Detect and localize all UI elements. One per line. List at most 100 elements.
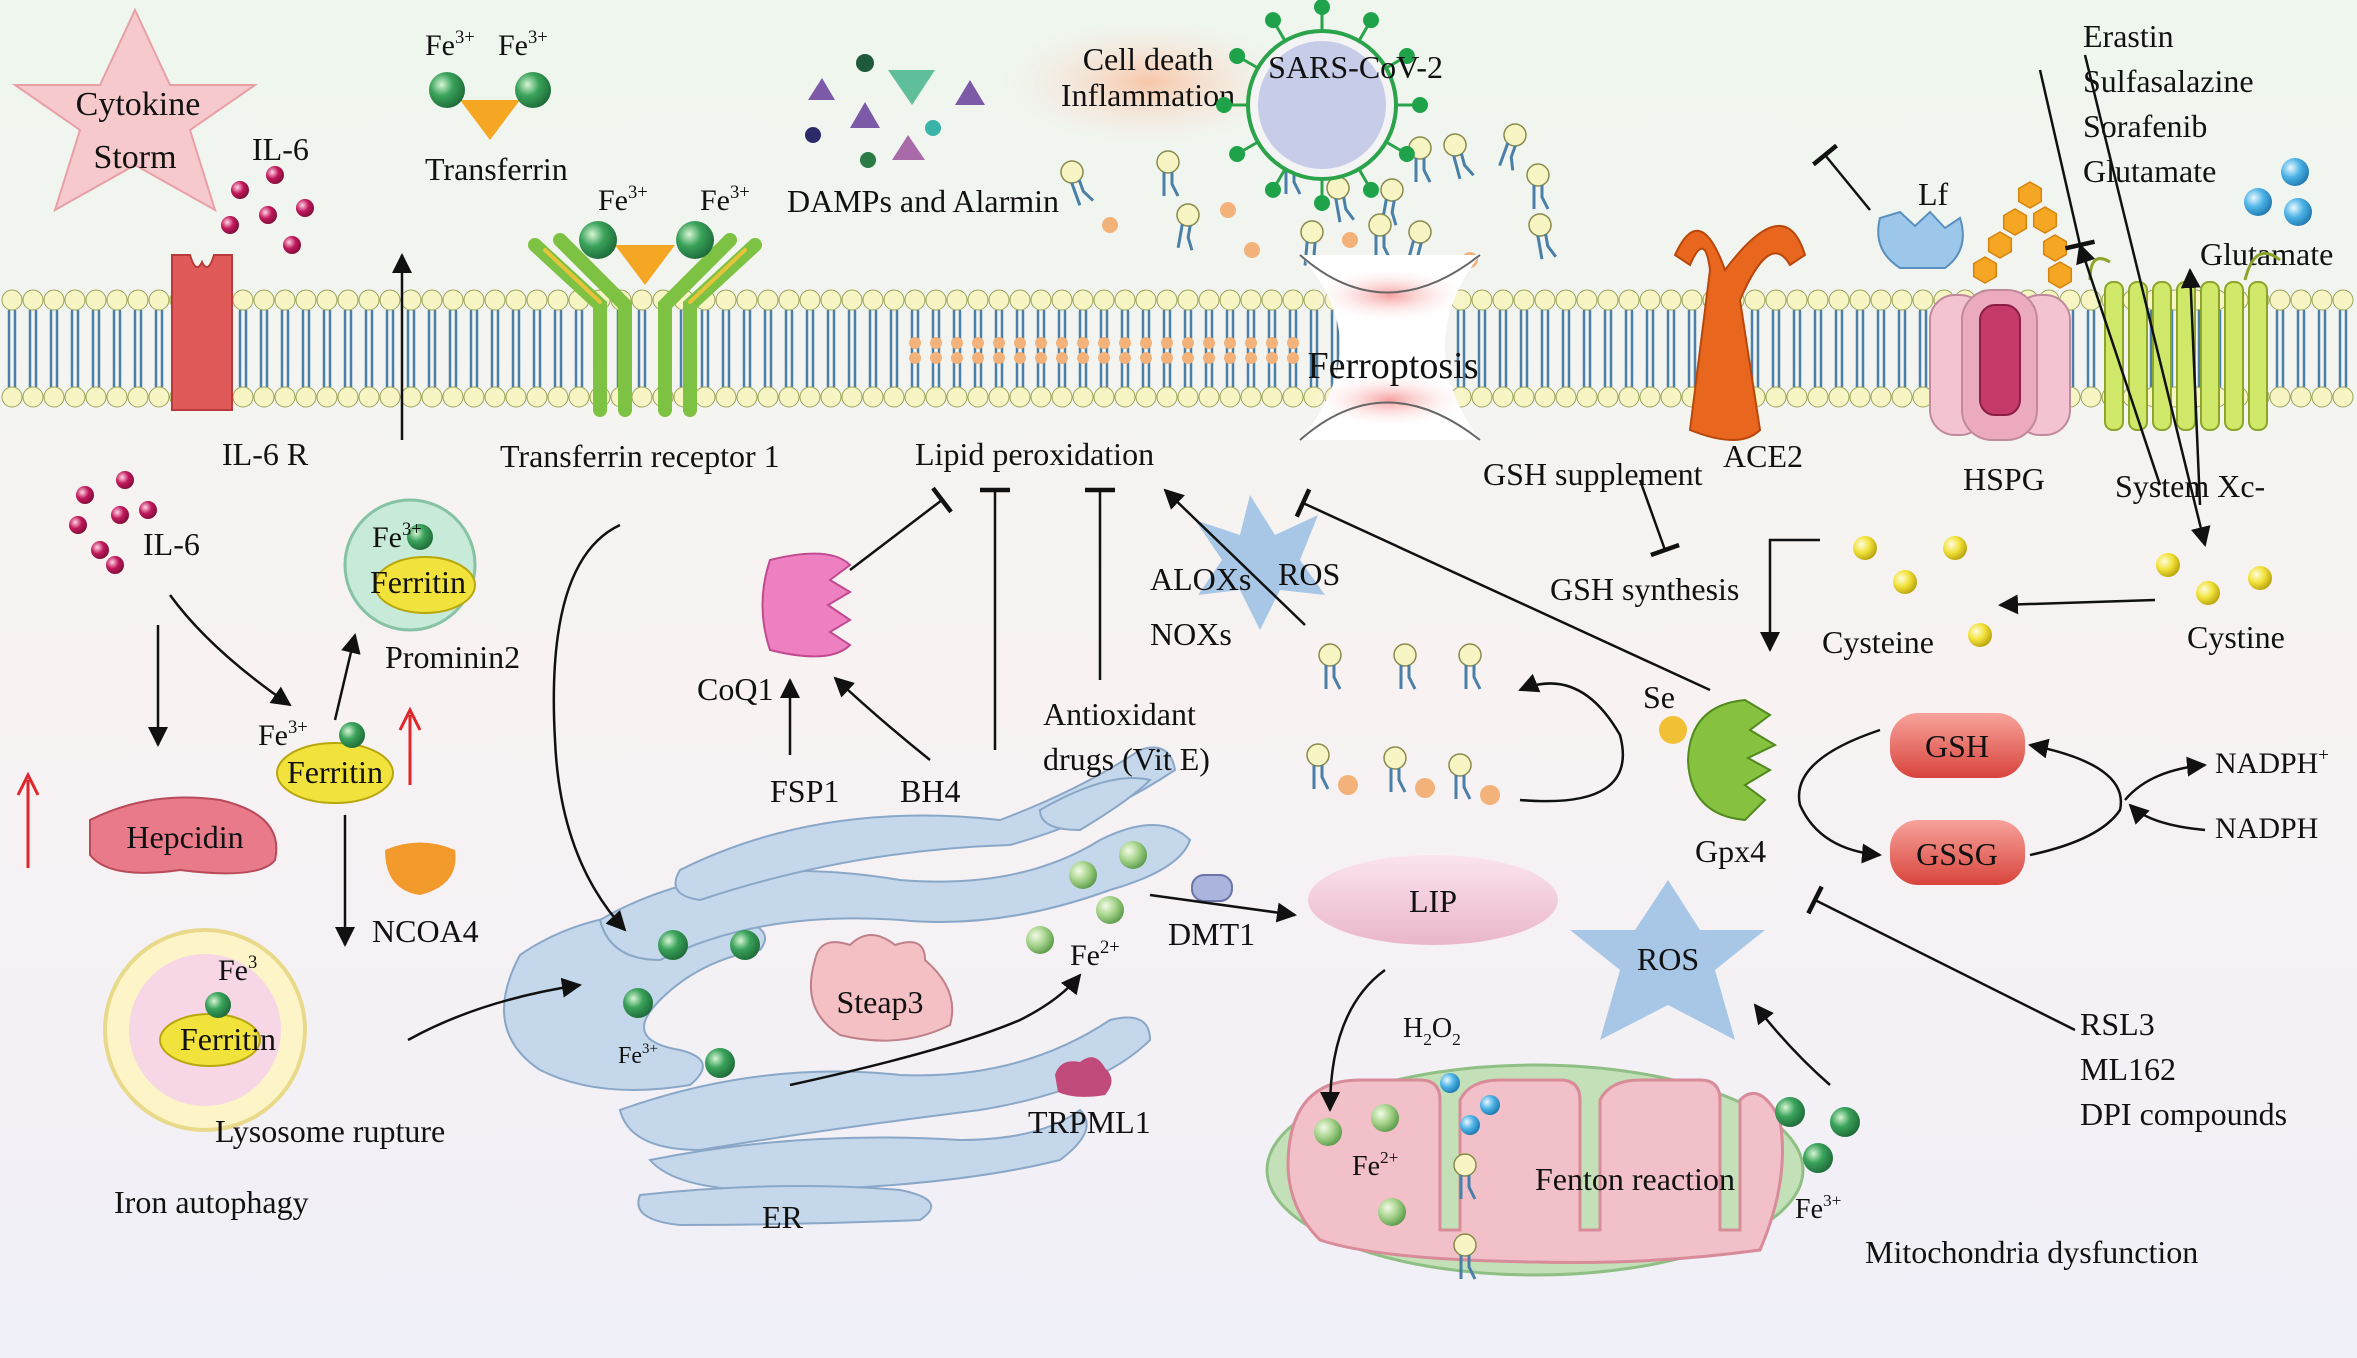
steap3-shape — [809, 934, 954, 1042]
iron-ion — [579, 221, 617, 259]
trpml1-label: TRPML1 — [1028, 1104, 1151, 1140]
hspg-sugar-chain — [1972, 181, 2073, 289]
cysteine-label: Cysteine — [1822, 624, 1934, 660]
ros-mito-label: ROS — [1637, 941, 1699, 977]
damps-shapes — [805, 54, 985, 168]
il6-receptor — [171, 254, 233, 411]
damps-label: DAMPs and Alarmin — [787, 183, 1059, 219]
ace2-label: ACE2 — [1723, 438, 1803, 474]
cystine-label: Cystine — [2187, 619, 2285, 655]
gpx4-label: Gpx4 — [1695, 833, 1766, 869]
nadph-label: NADPH — [2215, 812, 2318, 845]
nadph-plus-label: NADPH+ — [2215, 745, 2329, 780]
dmt1-shape — [1191, 874, 1233, 902]
fe3-prominin: Fe3+ — [372, 519, 422, 554]
storm-label: Storm — [93, 139, 176, 176]
transferrin-receptor-1 — [528, 233, 762, 417]
sorafenib-label: Sorafenib — [2083, 108, 2207, 144]
lipid-molecules — [1306, 643, 1500, 805]
gsh-synthesis-label: GSH synthesis — [1550, 571, 1739, 607]
rsl3-label: RSL3 — [2080, 1006, 2155, 1042]
noxs-label: NOXs — [1150, 616, 1232, 652]
il6-particles-top — [221, 166, 314, 254]
fe3-ferritin: Fe3+ — [258, 717, 308, 752]
hepcidin-label: Hepcidin — [126, 819, 243, 855]
gpx4-shape — [1686, 698, 1778, 822]
ace2-receptor — [1673, 225, 1807, 441]
lysosome-rupture-label: Lysosome rupture — [215, 1113, 445, 1149]
ros-star-mito — [1570, 880, 1765, 1040]
ros-top-label: ROS — [1278, 556, 1340, 592]
transferrin-shape — [460, 100, 520, 140]
gsh-label: GSH — [1925, 728, 1989, 764]
ferritin-lysosome-label: Ferritin — [180, 1021, 276, 1057]
iron-ion — [676, 221, 714, 259]
er-label: ER — [762, 1199, 804, 1235]
ferritin-label: Ferritin — [287, 754, 383, 790]
mito-dysfunction-label: Mitochondria dysfunction — [1865, 1234, 2198, 1270]
hepcidin-shape — [89, 796, 278, 875]
selenium-ball — [1659, 716, 1687, 744]
pathway-arrows — [148, 54, 2211, 1112]
ferritin-in-vesicle — [374, 556, 476, 614]
transferrin-bound — [615, 245, 675, 285]
iron-ion — [339, 722, 365, 748]
lf-label: Lf — [1918, 176, 1949, 212]
cytokine-label: Cytokine — [76, 86, 201, 123]
hspg-label: HSPG — [1963, 461, 2045, 497]
fe3-transferrin-left: Fe3+ — [425, 27, 475, 62]
gsh-supplement-label: GSH supplement — [1483, 456, 1703, 492]
er-iron-ions — [623, 841, 1147, 1078]
fe3-transferrin-right: Fe3+ — [498, 27, 548, 62]
glutamate-drug-label: Glutamate — [2083, 153, 2216, 189]
gssg-label: GSSG — [1916, 836, 1998, 872]
steap3-label: Steap3 — [836, 984, 923, 1020]
sars-cov-2-label: SARS-CoV-2 — [1268, 49, 1443, 85]
oxidized-lipids — [1060, 123, 1557, 268]
il6r-label: IL-6 R — [222, 436, 309, 472]
erastin-label: Erastin — [2083, 18, 2174, 54]
fe3-lysosome: Fe3 — [218, 952, 257, 987]
lip-pool — [1308, 855, 1558, 945]
iron-ion — [205, 992, 231, 1018]
iron-ion — [515, 72, 551, 108]
lactoferrin-shape — [1877, 210, 1964, 269]
hspg-protein — [1929, 289, 2071, 441]
fe3-tfr-right: Fe3+ — [700, 182, 750, 217]
lipid-peroxidation-label: Lipid peroxidation — [915, 436, 1154, 472]
iron-ion — [407, 524, 433, 550]
lip-label: LIP — [1409, 883, 1457, 919]
h2o2-label: H2O2 — [1403, 1013, 1461, 1049]
cystine-balls — [2156, 553, 2272, 605]
ros-star-top — [1195, 495, 1325, 630]
fe3-er: Fe3+ — [618, 1041, 658, 1069]
dpi-label: DPI compounds — [2080, 1096, 2287, 1132]
fe2-er: Fe2+ — [1070, 937, 1120, 972]
iron-ion — [429, 72, 465, 108]
iron-autophagy-label: Iron autophagy — [114, 1184, 309, 1220]
fenton-label: Fenton reaction — [1535, 1161, 1735, 1197]
ml162-label: ML162 — [2080, 1051, 2176, 1087]
inflammation-label: Inflammation — [1061, 77, 1235, 113]
coq1-label: CoQ1 — [697, 671, 773, 707]
increase-arrows — [16, 706, 422, 868]
transferrin-label: Transferrin — [425, 151, 568, 187]
bh4-label: BH4 — [900, 773, 960, 809]
gssg-pill — [1890, 820, 2025, 885]
il6-mid-label: IL-6 — [143, 526, 200, 562]
fe3-mito: Fe3+ — [1795, 1191, 1841, 1225]
cell-death-cloud — [1003, 20, 1293, 144]
glutamate-balls — [2244, 158, 2312, 226]
ferroptosis-membrane-break — [1299, 254, 1481, 441]
ncoa4-label: NCOA4 — [372, 913, 479, 949]
trpml1-shape — [1055, 1057, 1112, 1097]
mito-contents — [1314, 1073, 1860, 1280]
fsp1-label: FSP1 — [770, 773, 839, 809]
ferritin-blob — [276, 742, 394, 804]
antioxidant-label-1: Antioxidant — [1043, 696, 1196, 732]
prominin2-label: Prominin2 — [385, 639, 520, 675]
sars-cov-2-virus — [1216, 0, 1428, 211]
se-label: Se — [1643, 679, 1675, 715]
